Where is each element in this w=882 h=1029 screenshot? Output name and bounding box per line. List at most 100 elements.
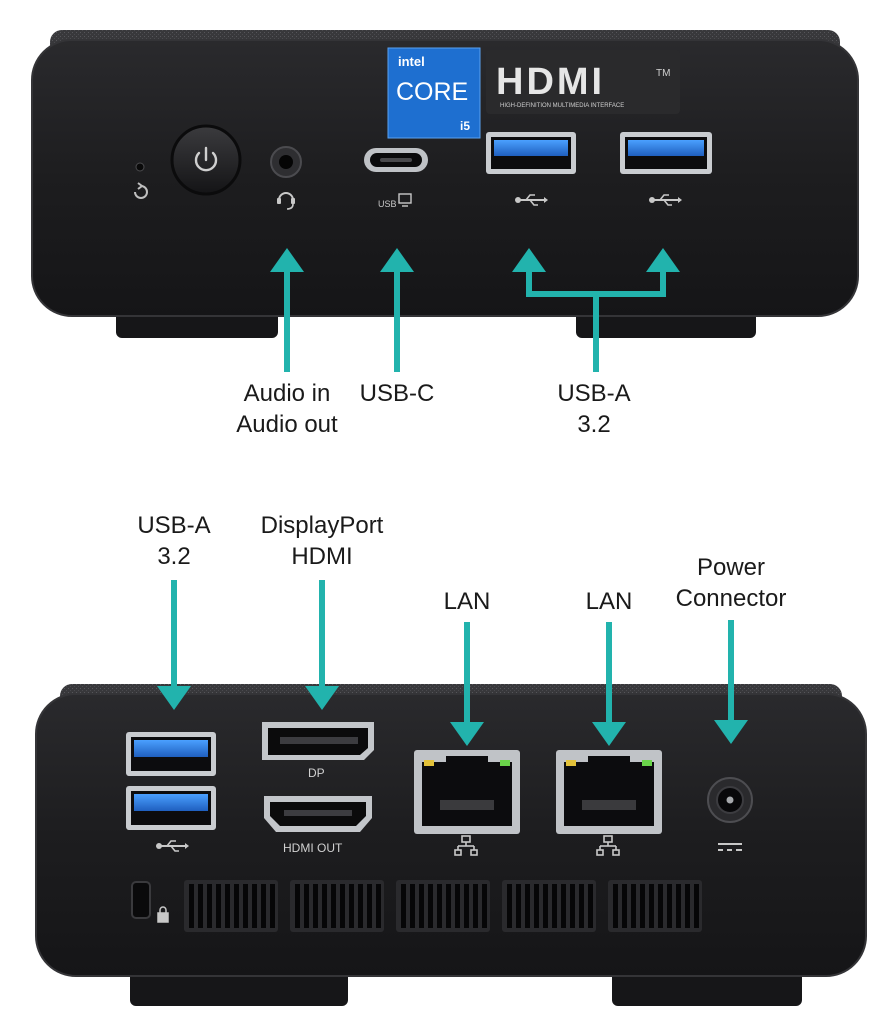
intel-brand-text: intel [398,54,425,69]
dc-power-icon [718,843,742,851]
vent-slot [225,884,230,928]
label-video-line-1: DisplayPort [260,512,384,539]
vent-slot [543,884,548,928]
usb-c-port-text: USB [378,199,397,209]
vent-slot [410,884,415,928]
arrow-lan-2 [592,622,626,746]
front-view: intel CORE i5 HDMI HIGH-DEFINITION MULTI… [31,30,859,338]
network-icon [454,835,478,856]
dp-port-text: DP [308,766,325,780]
rear-vent-grille [184,880,702,932]
vent-slot [270,884,275,928]
reset-pinhole[interactable] [135,162,145,172]
hdmi-logo-text: HDMI [496,61,605,103]
vent-slot [649,884,654,928]
lan-port-2[interactable] [556,750,662,834]
vent-slot [367,884,372,928]
lan-2-link-led [642,760,652,766]
front-usb-a-port-1[interactable] [486,132,576,174]
label-usb-c-line-1: USB-C [359,380,435,407]
vent-slot [685,884,690,928]
usb-trident-icon [515,194,548,206]
vent-slot [295,884,300,928]
rear-usb-a-port-1[interactable] [126,732,216,776]
hdmi-tagline-text: HIGH-DEFINITION MULTIMEDIA INTERFACE [500,103,624,109]
vent-slot [455,884,460,928]
label-power-line-2: Connector [675,585,787,612]
vent-slot [419,884,424,928]
hdmi-port-text: HDMI OUT [283,841,343,855]
label-rear-usb-a-line-1: USB-A [137,512,211,539]
label-rear-usb-a-line-2: 3.2 [157,543,191,570]
vent-slot [552,884,557,928]
vent-slot [243,884,248,928]
vent-slot [561,884,566,928]
vent-slot [694,884,699,928]
vent-slot [446,884,451,928]
label-audio: Audio in Audio out [212,378,362,440]
arrow-video [305,580,339,710]
arrow-audio [270,248,304,372]
intel-core-text: CORE [396,78,468,106]
vent-slot [428,884,433,928]
rear-view: DP HDMI OUT [35,684,867,1006]
vent-slot [570,884,575,928]
label-video-line-2: HDMI [291,543,353,570]
vent-slot [261,884,266,928]
label-lan-2: LAN [562,586,656,617]
hdmi-out-port[interactable] [264,796,372,832]
vent-slot [401,884,406,928]
label-lan-1-line-1: LAN [443,588,491,615]
vent-slot [437,884,442,928]
vent-slot [313,884,318,928]
vent-slot [658,884,663,928]
vent-slot [304,884,309,928]
lan-port-1[interactable] [414,750,520,834]
arrow-usb-c [380,248,414,372]
vent-slot [579,884,584,928]
rear-usb-a-port-2[interactable] [126,786,216,830]
label-usb-c: USB-C [342,378,452,409]
vent-slot [525,884,530,928]
vent-slot [613,884,618,928]
label-front-usb-a-line-2: 3.2 [577,411,611,438]
vent-slot [464,884,469,928]
usb-c-port[interactable] [364,148,428,172]
power-icon [194,146,218,172]
lan-2-activity-led [566,760,576,766]
front-callout-arrows [270,248,680,372]
vent-slot [252,884,257,928]
network-icon [596,835,620,856]
vent-slot [349,884,354,928]
usb-trident-icon [156,840,189,852]
svg-text:TM: TM [656,68,670,79]
dc-power-jack[interactable] [707,777,753,823]
front-usb-a-port-2[interactable] [620,132,712,174]
vent-slot [189,884,194,928]
vent-slot [667,884,672,928]
audio-jack[interactable] [270,146,302,178]
arrow-lan-1 [450,622,484,746]
label-front-usb-a-line-1: USB-A [557,380,631,407]
vent-slot [376,884,381,928]
vent-slot [207,884,212,928]
vent-slot [676,884,681,928]
vent-slot [507,884,512,928]
rear-callout-arrows [157,580,748,746]
vent-slot [482,884,487,928]
vent-slot [473,884,478,928]
intel-core-badge: intel CORE i5 [387,47,481,139]
vent-slot [340,884,345,928]
label-power-line-1: Power [696,554,766,581]
arrow-rear-usb-a [157,580,191,710]
hdmi-logo: HDMI HIGH-DEFINITION MULTIMEDIA INTERFAC… [486,50,680,114]
power-button[interactable] [170,124,242,196]
vent-slot [198,884,203,928]
label-power: Power Connector [656,552,806,614]
vent-slot [622,884,627,928]
kensington-lock-slot[interactable] [131,881,151,919]
reset-icon [134,182,148,199]
usb-trident-icon [649,194,682,206]
displayport-port[interactable] [262,722,374,760]
